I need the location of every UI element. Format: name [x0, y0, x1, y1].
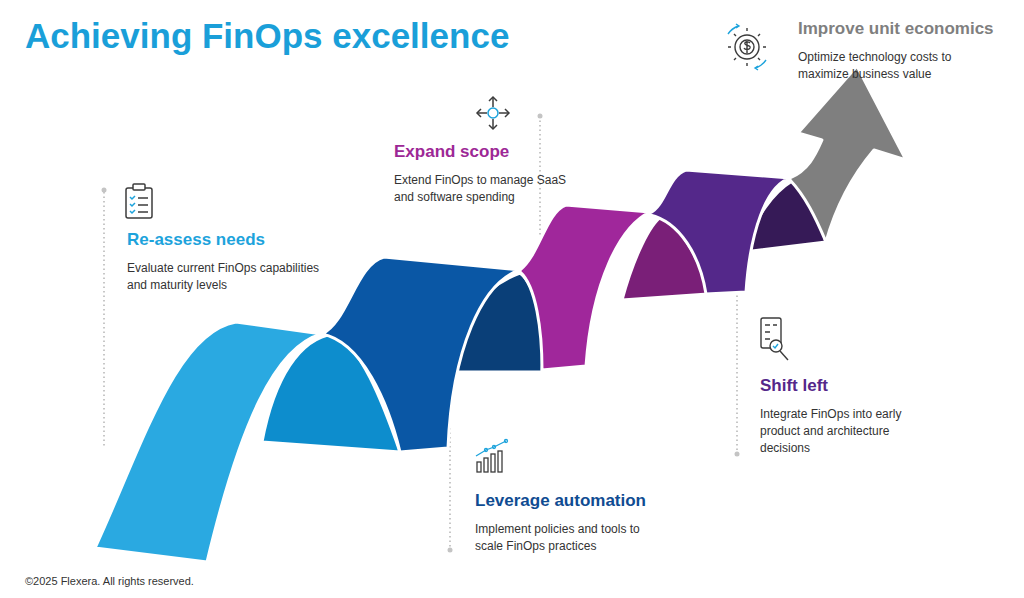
step-description: Extend FinOps to manage SaaS and softwar… — [394, 172, 580, 206]
step-description: Evaluate current FinOps capabilities and… — [127, 260, 339, 294]
step-block: Shift leftIntegrate FinOps into early pr… — [760, 375, 902, 457]
step-description: Integrate FinOps into early product and … — [760, 406, 902, 457]
step-heading: Leverage automation — [475, 490, 655, 511]
ribbon-face — [520, 205, 650, 370]
step-description: Optimize technology costs to maximize bu… — [798, 49, 998, 83]
bar-chart-icon — [476, 440, 508, 473]
copyright-note: ©2025 Flexera. All rights reserved. — [25, 575, 194, 587]
ribbon — [95, 66, 906, 562]
clipboard-icon — [126, 184, 152, 218]
ribbon-face — [322, 257, 520, 452]
step-block: Re-assess needsEvaluate current FinOps c… — [127, 229, 339, 294]
expand-arrows-icon — [477, 97, 509, 129]
diagram-title: Achieving FinOps excellence — [25, 16, 509, 56]
step-block: Leverage automationImplement policies an… — [475, 490, 655, 555]
step-heading: Expand scope — [394, 141, 580, 162]
ribbon-face — [650, 170, 790, 294]
ribbon-arrow — [790, 66, 906, 242]
step-block: Expand scopeExtend FinOps to manage SaaS… — [394, 141, 580, 206]
step-heading: Re-assess needs — [127, 229, 339, 250]
ribbon-face — [95, 322, 322, 562]
step-heading: Improve unit economics — [798, 18, 998, 39]
step-description: Implement policies and tools to scale Fi… — [475, 521, 655, 555]
gear-dollar-icon — [728, 24, 766, 70]
checklist-magnifier-icon — [761, 318, 788, 360]
step-heading: Shift left — [760, 375, 902, 396]
step-block: Improve unit economicsOptimize technolog… — [798, 18, 998, 83]
